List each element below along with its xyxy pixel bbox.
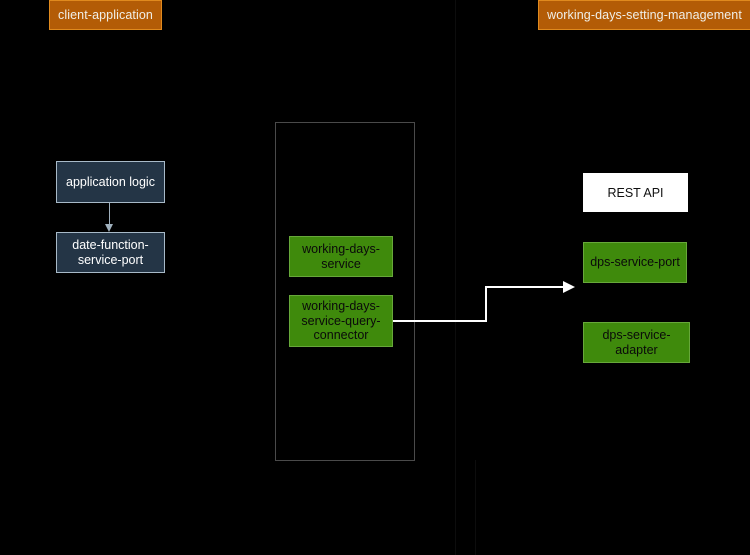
node-dps-service-adapter[interactable]: dps-service-adapter [583, 322, 690, 363]
connector-query-to-dps-segment-horizontal-upper [485, 286, 565, 288]
connector-application-logic-arrowhead-icon [105, 224, 113, 232]
node-application-logic[interactable]: application logic [56, 161, 165, 203]
node-label: REST API [607, 185, 664, 200]
node-label: application logic [66, 174, 155, 189]
node-working-days-service[interactable]: working-days-service [289, 236, 393, 277]
tab-working-days-setting-management[interactable]: working-days-setting-management [538, 0, 750, 30]
node-label: working-days-service-query-connector [301, 299, 381, 343]
node-date-function-service-port[interactable]: date-function-service-port [56, 232, 165, 273]
connector-query-to-dps-arrowhead-icon [563, 281, 575, 293]
node-rest-api[interactable]: REST API [583, 173, 688, 212]
node-label: date-function-service-port [72, 237, 149, 267]
tab-client-application[interactable]: client-application [49, 0, 162, 30]
connector-query-to-dps-segment-vertical [485, 286, 487, 322]
node-label: dps-service-port [590, 255, 680, 270]
grid-line-vertical [455, 0, 456, 555]
center-group-container [275, 122, 415, 461]
node-dps-service-port[interactable]: dps-service-port [583, 242, 687, 283]
tab-label: client-application [58, 8, 153, 22]
node-label: working-days-service [302, 242, 380, 271]
node-label: dps-service-adapter [602, 328, 671, 357]
node-working-days-service-query-connector[interactable]: working-days-service-query-connector [289, 295, 393, 347]
connector-application-logic-line [109, 203, 110, 225]
connector-query-to-dps-segment-horizontal-lower [393, 320, 487, 322]
grid-line-vertical [475, 460, 476, 555]
tab-label: working-days-setting-management [547, 8, 742, 22]
